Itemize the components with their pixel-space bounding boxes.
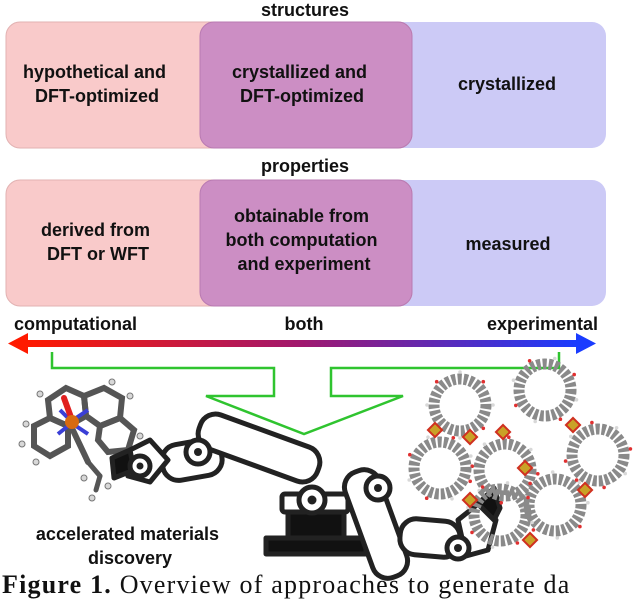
mof-atom	[586, 500, 590, 505]
axis-computational-label: computational	[14, 314, 137, 334]
structures-heading: structures	[261, 0, 349, 20]
mof-atom	[555, 536, 560, 540]
figure-caption: Figure 1. Overview of approaches to gene…	[2, 570, 638, 600]
mof-metal-node	[521, 531, 539, 549]
mof-metal-node	[426, 421, 444, 439]
mof-atom	[408, 452, 412, 457]
properties-heading: properties	[261, 156, 349, 176]
mof-atom	[426, 435, 430, 440]
mof-atom	[458, 436, 462, 440]
mof-atom	[407, 478, 412, 482]
mof-atom	[574, 478, 579, 482]
mof-atom	[528, 481, 532, 486]
mof-pore-ring	[566, 423, 630, 487]
mof-atom	[499, 501, 504, 505]
mof-atom	[628, 447, 633, 451]
mof-pore-ring	[428, 373, 492, 437]
mof-atom	[470, 530, 474, 535]
structures-middle-label: crystallized and DFT-optimized	[232, 62, 372, 106]
mof-atom	[450, 497, 454, 501]
mof-metal-node	[461, 491, 479, 509]
structures-right-label: crystallized	[458, 74, 556, 94]
mof-atom	[515, 541, 520, 545]
mof-framework-icon	[407, 356, 633, 549]
mof-atom	[529, 447, 533, 452]
axis-experimental-label: experimental	[487, 314, 598, 334]
spectrum-arrow-left-head	[8, 333, 28, 354]
mof-atom	[578, 524, 582, 529]
properties-middle-label: obtainable from both computation and exp…	[226, 206, 383, 274]
mof-atom	[458, 370, 462, 374]
axis-both-label: both	[285, 314, 324, 334]
mof-atom	[553, 356, 557, 361]
mof-metal-node	[576, 481, 594, 499]
mof-pore-ring	[513, 358, 577, 422]
mof-metal-node	[494, 423, 512, 441]
robot-arm-icon	[109, 411, 503, 581]
mof-atom	[507, 435, 511, 440]
mof-atom	[614, 426, 619, 430]
mof-atom	[527, 359, 532, 363]
mof-pore-ring	[408, 436, 472, 500]
mof-atom	[481, 379, 486, 384]
mof-atom	[425, 403, 429, 407]
mof-atom	[602, 485, 606, 490]
mof-atom	[550, 470, 555, 474]
mof-atom	[481, 426, 486, 431]
mof-atom	[505, 481, 510, 485]
mof-atom	[491, 403, 495, 407]
robot-caption: accelerated materials discovery	[36, 524, 224, 568]
mof-atom	[469, 454, 473, 458]
mof-atom	[577, 480, 582, 485]
mof-atom	[468, 479, 473, 484]
mof-atom	[424, 496, 429, 501]
properties-right-label: measured	[465, 234, 550, 254]
figure-caption-text: Overview of approaches to generate da	[119, 570, 571, 599]
mof-atom	[623, 471, 627, 476]
mof-atom	[480, 485, 485, 489]
mof-atom	[526, 495, 530, 500]
mof-metal-node	[461, 428, 479, 446]
mof-atom	[531, 528, 536, 532]
molecule-icon	[18, 378, 144, 502]
properties-overlap-box	[199, 179, 413, 307]
mof-metal-node	[564, 416, 582, 434]
mof-atom	[572, 372, 576, 377]
funnel-bracket	[50, 352, 561, 436]
mof-atom	[533, 419, 537, 424]
mof-atom	[558, 417, 563, 422]
mof-metal-node	[516, 459, 534, 477]
mof-pore-ring	[468, 483, 532, 547]
figure-caption-label: Figure 1.	[2, 570, 112, 599]
spectrum-arrow-right-head	[576, 333, 596, 354]
mof-atom	[536, 472, 540, 476]
mof-atom	[530, 520, 534, 525]
properties-left-label: derived from DFT or WFT	[41, 220, 155, 264]
mof-atom	[451, 436, 456, 440]
mof-atom	[574, 398, 579, 402]
mof-atom	[590, 420, 594, 425]
structures-left-label: hypothetical and DFT-optimized	[23, 62, 171, 106]
mof-atom	[482, 442, 487, 447]
spectrum-arrow-shaft	[24, 340, 578, 347]
mof-atom	[514, 403, 518, 408]
mof-atom	[511, 378, 516, 383]
mof-atom	[434, 379, 439, 384]
structures-overlap-box	[199, 21, 413, 149]
mof-atom	[563, 459, 568, 463]
mof-atom	[490, 545, 495, 549]
mof-pore-ring	[523, 473, 587, 537]
mof-atom	[569, 434, 573, 439]
